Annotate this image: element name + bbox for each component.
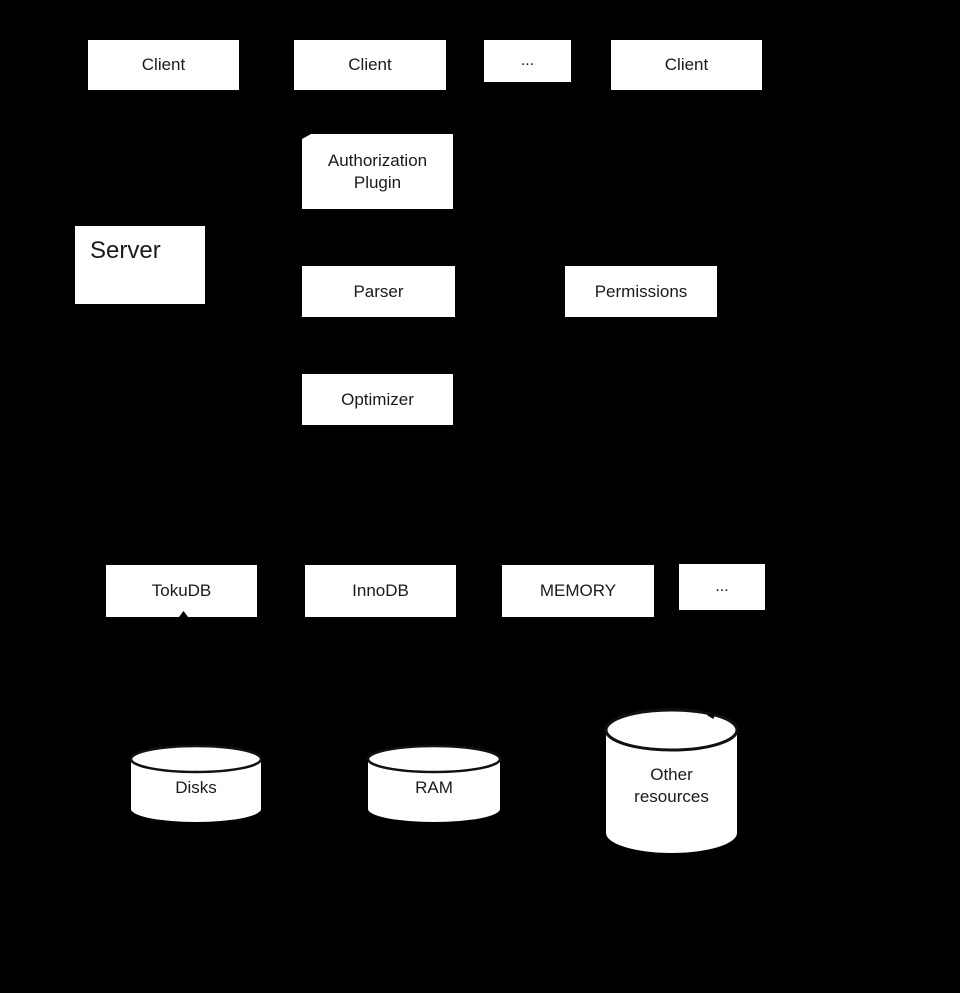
optimizer-label: Optimizer [341, 389, 414, 409]
clients-ellipsis-box: ... [484, 40, 571, 82]
memory-engine-box: MEMORY [502, 565, 654, 617]
innodb-label: InnoDB [352, 581, 409, 600]
ellipsis-label: ... [520, 52, 535, 69]
permissions-label: Permissions [594, 281, 688, 301]
tokudb-label: TokuDB [151, 581, 212, 600]
ram-label: RAM [415, 778, 453, 797]
disks-cylinder: Disks [129, 744, 263, 824]
cylinder-icon [366, 744, 502, 822]
permissions-box: Permissions [565, 266, 717, 317]
authorization-plugin-box: Authorization Plugin [302, 134, 453, 209]
authorization-plugin-label: Authorization Plugin [327, 150, 428, 192]
client-box-2: Client [294, 40, 446, 90]
memory-label: MEMORY [539, 581, 617, 600]
client-label: Client [141, 55, 186, 74]
optimizer-box: Optimizer [302, 374, 453, 425]
ram-cylinder: RAM [366, 744, 502, 824]
server-box: Server [75, 226, 205, 304]
server-label: Server [90, 237, 161, 264]
arrow-tip-artifact [302, 134, 311, 139]
parser-label: Parser [353, 281, 404, 301]
engines-ellipsis-box: ... [679, 564, 765, 610]
arrow-tip-artifact [179, 611, 188, 617]
client-box-1: Client [88, 40, 239, 90]
client-label: Client [664, 55, 709, 74]
client-box-3: Client [611, 40, 762, 90]
ellipsis-label: ... [715, 578, 729, 595]
parser-box: Parser [302, 266, 455, 317]
innodb-engine-box: InnoDB [305, 565, 456, 617]
tokudb-engine-box: TokuDB [106, 565, 257, 617]
arrow-tip-artifact [707, 712, 716, 719]
cylinder-icon [129, 744, 263, 822]
other-resources-label: Other resources [634, 765, 709, 806]
other-resources-cylinder: Other resources [604, 708, 739, 855]
client-label: Client [348, 55, 392, 74]
disks-label: Disks [175, 778, 217, 797]
cylinder-icon [604, 708, 739, 853]
